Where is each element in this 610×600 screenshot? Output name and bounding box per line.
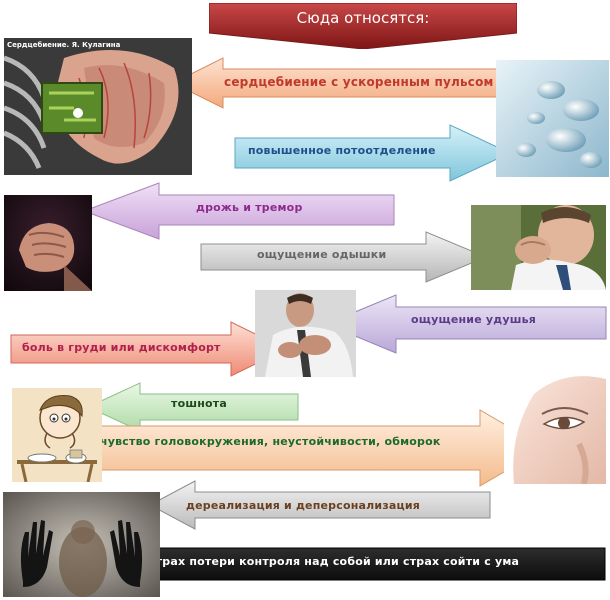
- symptom-fear: страх потери контроля над собой или стра…: [149, 555, 520, 568]
- page-title: Сюда относятся:: [296, 9, 430, 27]
- shadow-hands-image: [3, 492, 160, 597]
- arrow-dizziness: [94, 409, 546, 487]
- heart-illustration: Сердцебиение. Я. Кулагина: [4, 38, 192, 175]
- coughing-man-image: [471, 205, 606, 290]
- symptom-dyspnea: ощущение одышки: [257, 248, 387, 261]
- fist-image: [4, 195, 92, 291]
- arrow-derealization: [148, 480, 491, 530]
- symptom-chest-pain: боль в груди или дискомфорт: [22, 341, 221, 354]
- water-drops-image: [496, 60, 609, 177]
- symptom-derealization: дереализация и деперсонализация: [186, 499, 421, 512]
- chest-pain-man-image: [255, 290, 356, 377]
- symptom-palpitations: сердцебиение с ускоренным пульсом: [224, 75, 494, 89]
- arrow-sweating: [234, 124, 512, 182]
- heart-caption: Сердцебиение. Я. Кулагина: [7, 41, 121, 49]
- symptom-nausea: тошнота: [171, 397, 227, 410]
- arrow-dyspnea: [200, 231, 488, 283]
- arrow-tremor: [82, 182, 395, 240]
- header-banner: Сюда относятся:: [209, 3, 517, 49]
- symptom-sweating: повышенное потоотделение: [248, 144, 436, 157]
- nausea-cartoon-image: [12, 388, 102, 482]
- symptom-tremor: дрожь и тремор: [196, 201, 303, 214]
- symptom-suffocation: ощущение удушья: [411, 313, 537, 326]
- arrow-suffocation: [324, 294, 607, 354]
- face-eye-image: [504, 374, 606, 484]
- symptom-dizziness: чувство головокружения, неустойчивости, …: [100, 435, 441, 448]
